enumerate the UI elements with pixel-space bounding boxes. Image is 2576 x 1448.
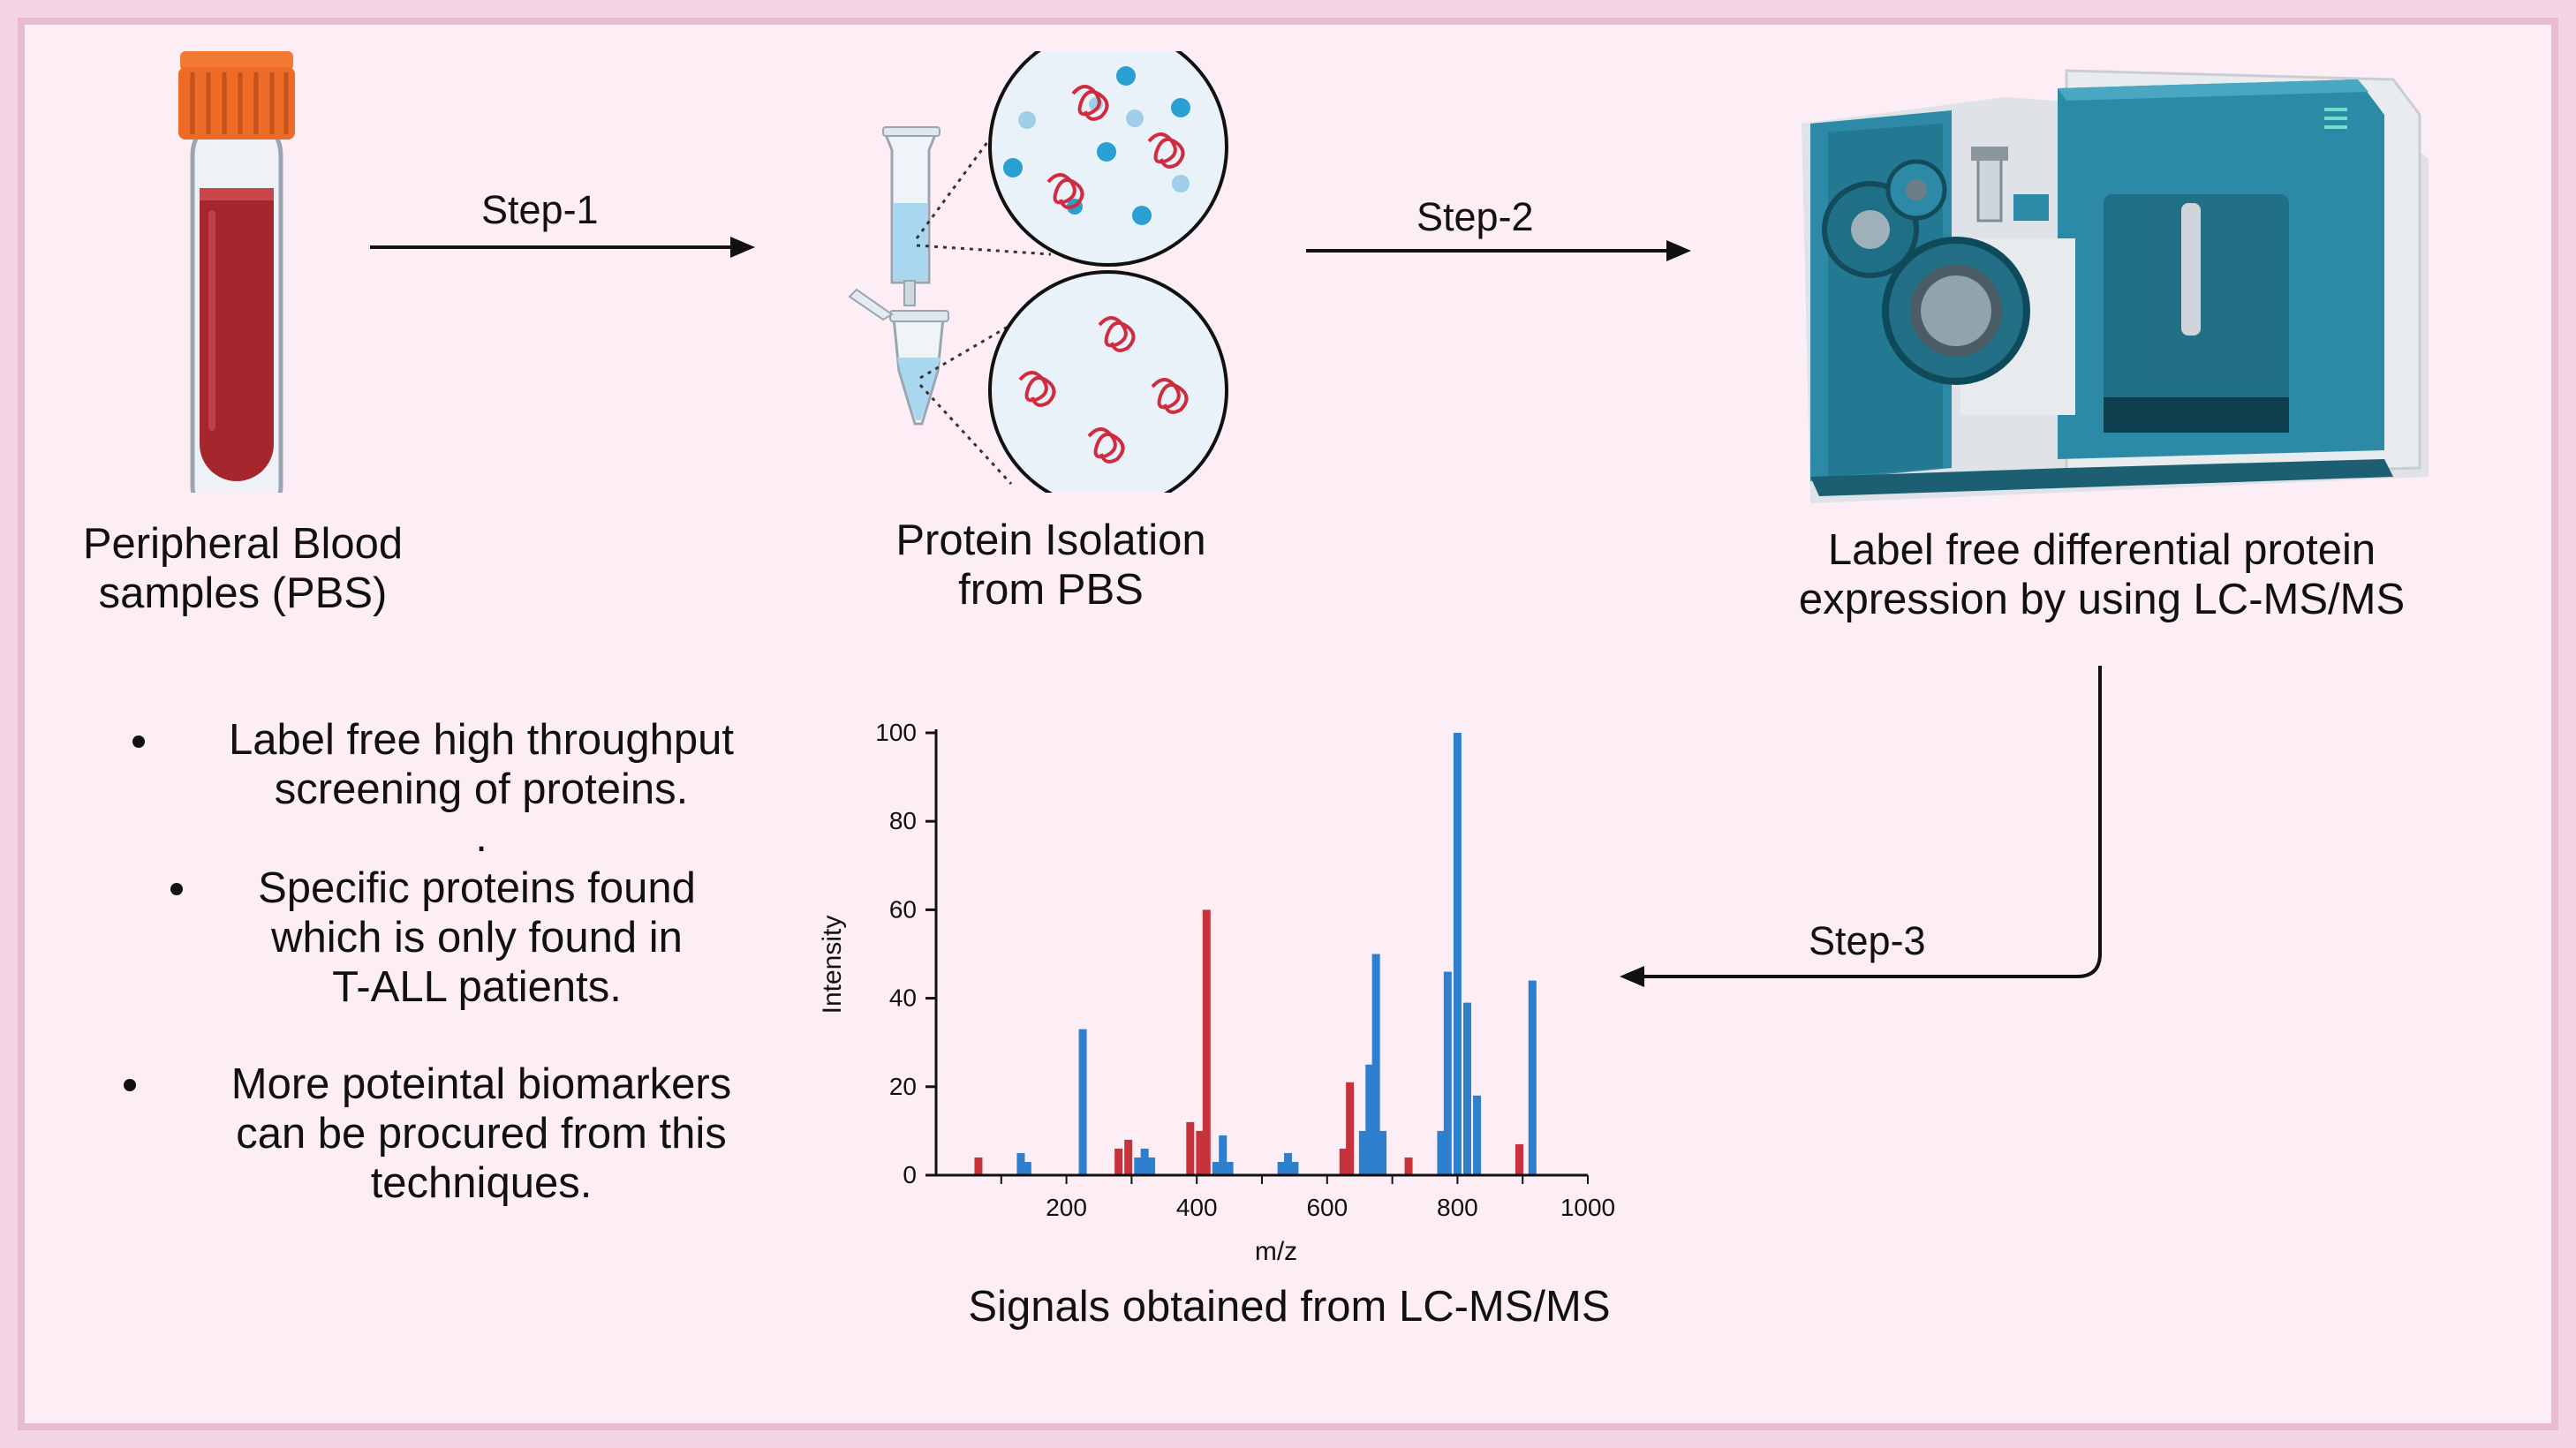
bullet3-line3: techniques. [370,1159,593,1207]
step1-arrow [370,237,755,258]
step2-arrow [1306,240,1691,261]
spectrum-peak [1346,1082,1355,1175]
bullet1-line1: Label free high throughput [228,716,735,764]
spectrum-peak [1225,1161,1234,1175]
spectrum-peak [1528,980,1537,1175]
spectrum-peak [1277,1161,1286,1175]
x-tick-label: 200 [1046,1194,1087,1221]
lcms-label-line1: Label free differential protein [1827,526,2376,574]
spectrum-peak [1147,1157,1156,1175]
spectrum-peak [1114,1148,1123,1175]
step3-label: Step-3 [1809,918,1926,963]
spectrum-peak [1443,971,1452,1175]
spectrum-peak [1212,1161,1220,1175]
y-tick-label: 0 [903,1161,917,1188]
step1-label: Step-1 [481,187,599,232]
spectrum-peak [1339,1148,1348,1175]
bullet-separator: . [475,813,487,861]
bullet-dot [132,735,145,748]
spectrum-peak [1078,1029,1087,1175]
bullet2-line3: T-ALL patients. [332,963,622,1011]
spectrum-peak [1016,1152,1025,1175]
spectrum-peak [1358,1130,1367,1175]
blood-label-line2: samples (PBS) [98,569,388,617]
bullet-dot [124,1079,136,1091]
spectrum-peak [1473,1095,1482,1175]
isolation-label-line2: from PBS [958,566,1144,614]
bullet2-line2: which is only found in [271,914,683,962]
y-tick-label: 60 [889,895,917,923]
x-tick-label: 400 [1176,1194,1218,1221]
spectrum-peak [1379,1130,1387,1175]
spectrum-peak [1515,1143,1524,1175]
spectrum-peak [1462,1002,1471,1175]
bullet-dot [170,883,183,895]
chart-caption: Signals obtained from LC-MS/MS [968,1283,1611,1331]
spectrum-peak [1134,1157,1143,1175]
spectrum-peak [1186,1121,1195,1175]
mass-spectrum-chart: 0 20 40 60 80 100 200 400 600 800 1000 m/z Intensity [818,719,1615,1266]
y-tick-label: 20 [889,1073,917,1100]
isolation-label-line1: Protein Isolation [895,517,1206,564]
mass-spectrometer-icon [1802,69,2429,503]
spectrum-peak [1284,1152,1293,1175]
x-tick-label: 800 [1437,1194,1478,1221]
spectrum-peak [1290,1161,1299,1175]
blood-tube-icon [178,51,295,493]
spectrum-peak [1404,1157,1413,1175]
y-tick-label: 40 [889,984,917,1012]
spectrum-peak [1365,1064,1374,1175]
spectrum-peak [1023,1161,1031,1175]
spectrum-peak [1371,954,1380,1175]
x-axis-label: m/z [1255,1237,1297,1266]
step3-arrow [1620,666,2102,987]
x-tick-label: 1000 [1560,1194,1615,1221]
spectrum-peak [1437,1130,1446,1175]
spectrum-peak [1196,1130,1205,1175]
step2-label: Step-2 [1416,194,1534,239]
bullet1-line2: screening of proteins. [274,765,689,813]
x-tick-label: 600 [1306,1194,1348,1221]
blood-label-line1: Peripheral Blood [82,520,404,568]
protein-magnifier-icon [988,51,1228,493]
lcms-label-line2: expression by using LC-MS/MS [1798,576,2406,623]
y-tick-label: 100 [875,719,917,746]
spectrum-peak [974,1157,983,1175]
bullet3-line1: More poteintal biomarkers [230,1060,732,1108]
y-axis-label: Intensity [818,916,847,1014]
spectrum-peak [1453,733,1462,1175]
y-tick-label: 80 [889,807,917,834]
spectrum-peak [1202,909,1211,1175]
spectrum-peak [1140,1148,1149,1175]
spin-column-icon [848,101,1052,486]
bullet3-line2: can be procured from this [236,1110,727,1158]
spectrum-peak [1219,1135,1228,1175]
spectrum-peak [1124,1139,1133,1175]
bullet2-line1: Specific proteins found [258,864,696,912]
